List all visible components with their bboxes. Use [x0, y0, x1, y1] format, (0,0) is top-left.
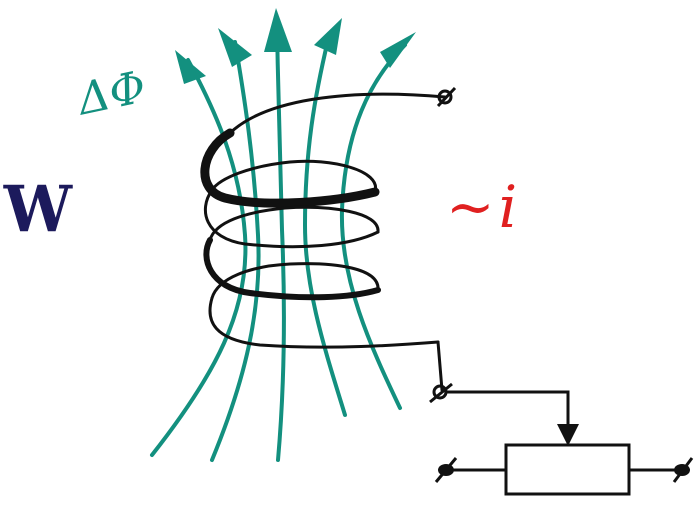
- coil-turn-1-back: [210, 159, 377, 194]
- coil-turn-1-front: [200, 128, 380, 208]
- field-line-2: [210, 40, 261, 462]
- terminal-icon: [436, 86, 457, 108]
- arrow-up-icon: [218, 28, 252, 67]
- coil-lead-top: [228, 92, 447, 135]
- current-label: ~i: [446, 173, 522, 241]
- rheostat-icon: [504, 443, 631, 496]
- terminals: [429, 86, 457, 404]
- coil-turn-3-front: [203, 237, 381, 301]
- coil-turn-3-back: [210, 262, 380, 300]
- arrow-up-icon: [380, 32, 416, 68]
- coil-lead-bottom: [436, 340, 444, 392]
- field-arrows: [175, 8, 416, 84]
- coil: [200, 92, 447, 392]
- slider-arrow-icon: [557, 424, 579, 446]
- turns-label: W: [3, 172, 73, 247]
- coil-turn-2-back: [208, 205, 380, 242]
- field-line-4: [302, 38, 347, 417]
- field-line-3: [275, 23, 286, 462]
- field-line-5: [339, 43, 407, 410]
- circuit-arrows: [434, 424, 694, 483]
- circuit: [444, 390, 682, 496]
- coil-turn-4-front: [208, 296, 440, 349]
- terminal-icon: [434, 457, 458, 483]
- magnetic-field-lines: [150, 23, 407, 462]
- terminal-icon: [672, 457, 694, 483]
- arrow-up-icon: [175, 50, 206, 84]
- arrow-up-icon: [314, 18, 342, 55]
- coil-turn-2-front: [203, 188, 380, 249]
- wire-to-slider: [444, 390, 570, 430]
- field-line-1: [150, 58, 248, 457]
- arrow-up-icon: [264, 8, 292, 52]
